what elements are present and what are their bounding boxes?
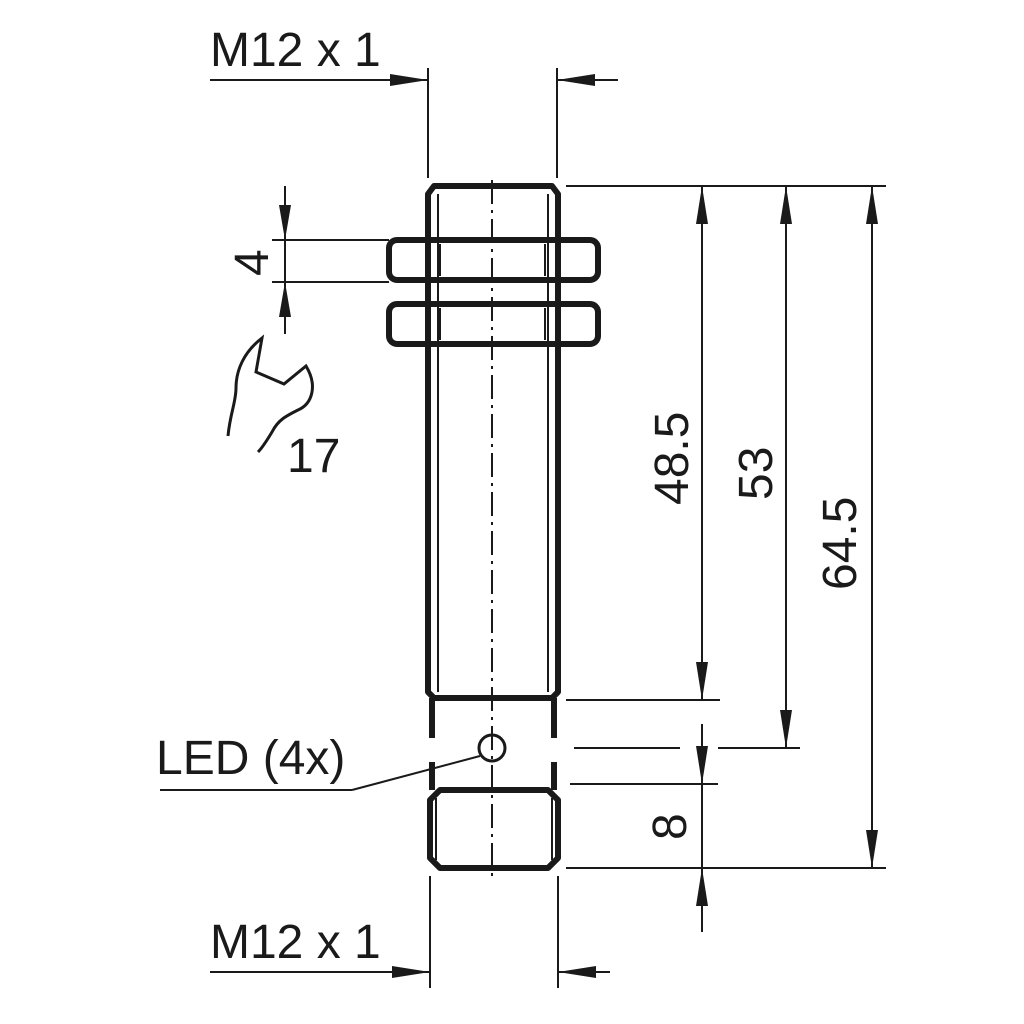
dimension-48-5-label: 48.5 — [646, 412, 699, 505]
dimension-53: 53 — [730, 186, 792, 748]
dimension-8: 8 — [644, 724, 708, 932]
dimension-64-5: 64.5 — [814, 186, 878, 868]
sensor-body — [386, 180, 601, 878]
wrench-size-label: 17 — [287, 430, 340, 483]
top-thread-dimension: M12 x 1 — [210, 24, 618, 178]
bottom-thread-label: M12 x 1 — [210, 916, 381, 969]
dimension-64-5-label: 64.5 — [814, 497, 867, 590]
nut-thickness-dimension: 4 — [226, 186, 389, 334]
nut-thickness-label: 4 — [226, 249, 279, 276]
bottom-thread-dimension: M12 x 1 — [210, 876, 610, 988]
dimension-8-label: 8 — [644, 813, 697, 840]
hex-nut-bottom — [386, 301, 601, 347]
led-label: LED (4x) — [156, 732, 345, 785]
length-dimensions: 48.5 53 64.5 8 — [566, 185, 886, 932]
hex-nut-top — [386, 237, 601, 283]
dimension-53-label: 53 — [730, 447, 783, 500]
top-thread-label: M12 x 1 — [210, 24, 381, 77]
wrench-icon: 17 — [226, 334, 340, 483]
dimension-48-5: 48.5 — [646, 186, 708, 700]
led-callout: LED (4x) — [156, 732, 481, 791]
